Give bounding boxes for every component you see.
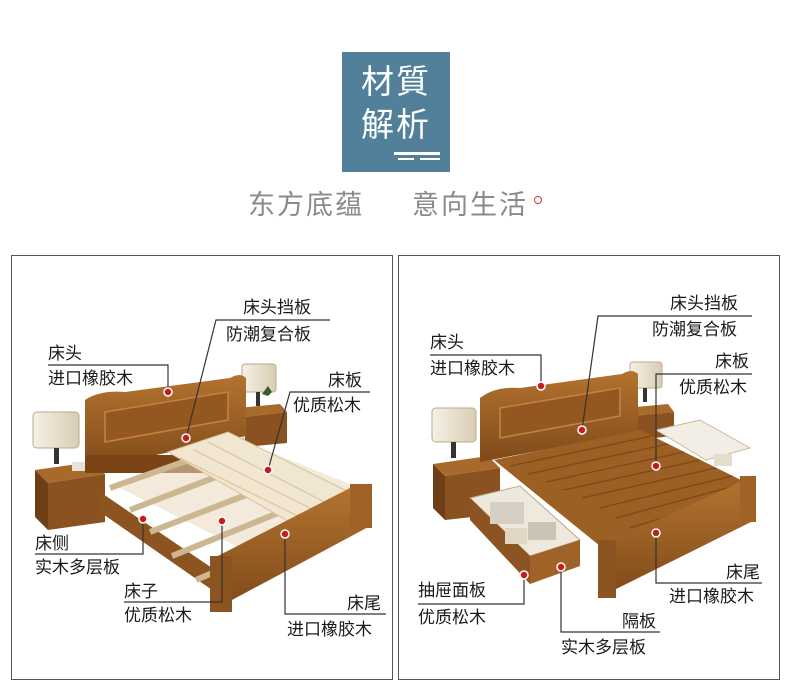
- left-footboard-material: 进口橡胶木: [287, 620, 372, 640]
- right-footboard: [598, 476, 756, 598]
- right-footboard-name: 床尾: [726, 563, 760, 583]
- material-badge: 材質 解析: [342, 52, 450, 172]
- left-side-rail-name: 床侧: [35, 534, 69, 554]
- left-slats-material: 优质松木: [124, 606, 192, 626]
- right-headboard-material: 进口橡胶木: [430, 359, 515, 379]
- left-bed-board-name: 床板: [328, 371, 362, 391]
- left-markers: [138, 387, 290, 539]
- right-headboard-panel-material: 防潮复合板: [652, 320, 737, 340]
- left-nightstand: [35, 462, 105, 530]
- left-headboard-material: 进口橡胶木: [48, 369, 133, 389]
- left-leader-lines: [35, 319, 386, 615]
- right-storage-drawer: [654, 419, 752, 466]
- left-headboard-panel-name: 床头挡板: [243, 298, 311, 318]
- badge-title-line2: 解析: [361, 105, 431, 144]
- left-panel-frame: [11, 255, 393, 680]
- right-side-drawers: [468, 485, 581, 584]
- right-divider-material: 实木多层板: [561, 638, 646, 658]
- right-lamp-left: [431, 407, 477, 458]
- slogan-right: 意向生活: [412, 190, 528, 221]
- right-divider-name: 隔板: [622, 612, 656, 632]
- badge-title-line1: 材質: [361, 62, 431, 101]
- left-headboard-panel-material: 防潮复合板: [226, 325, 311, 345]
- left-side-rail-material: 实木多层板: [35, 558, 120, 578]
- right-footboard-material: 进口橡胶木: [669, 587, 754, 607]
- slogan-left: 东方底蕴: [248, 190, 364, 221]
- right-bed-board-name: 床板: [715, 352, 749, 372]
- right-headboard-panel-name: 床头挡板: [670, 294, 738, 314]
- right-headboard-name: 床头: [430, 333, 464, 353]
- badge-decor-line: [394, 152, 440, 155]
- left-headboard-name: 床头: [48, 344, 82, 364]
- badge-decor-line: [420, 158, 440, 160]
- right-panel-frame: [398, 255, 780, 680]
- right-bed-board-material: 优质松木: [679, 378, 747, 398]
- left-side-rail: [100, 492, 215, 592]
- right-drawer-front-name: 抽屉面板: [418, 581, 486, 601]
- badge-decor-line: [398, 158, 414, 160]
- left-bed-board-material: 优质松木: [293, 396, 361, 416]
- left-lamp: [32, 411, 80, 464]
- left-lamp-2: [241, 363, 277, 406]
- right-leader-lines: [418, 315, 762, 633]
- left-footboard: [210, 484, 372, 612]
- left-slats-name: 床子: [124, 582, 158, 602]
- left-headboard: [85, 375, 246, 473]
- left-footboard-name: 床尾: [347, 594, 381, 614]
- slogan-ring-mark: [534, 196, 542, 204]
- right-drawer-front-material: 优质松木: [418, 608, 486, 628]
- right-markers: [519, 381, 661, 580]
